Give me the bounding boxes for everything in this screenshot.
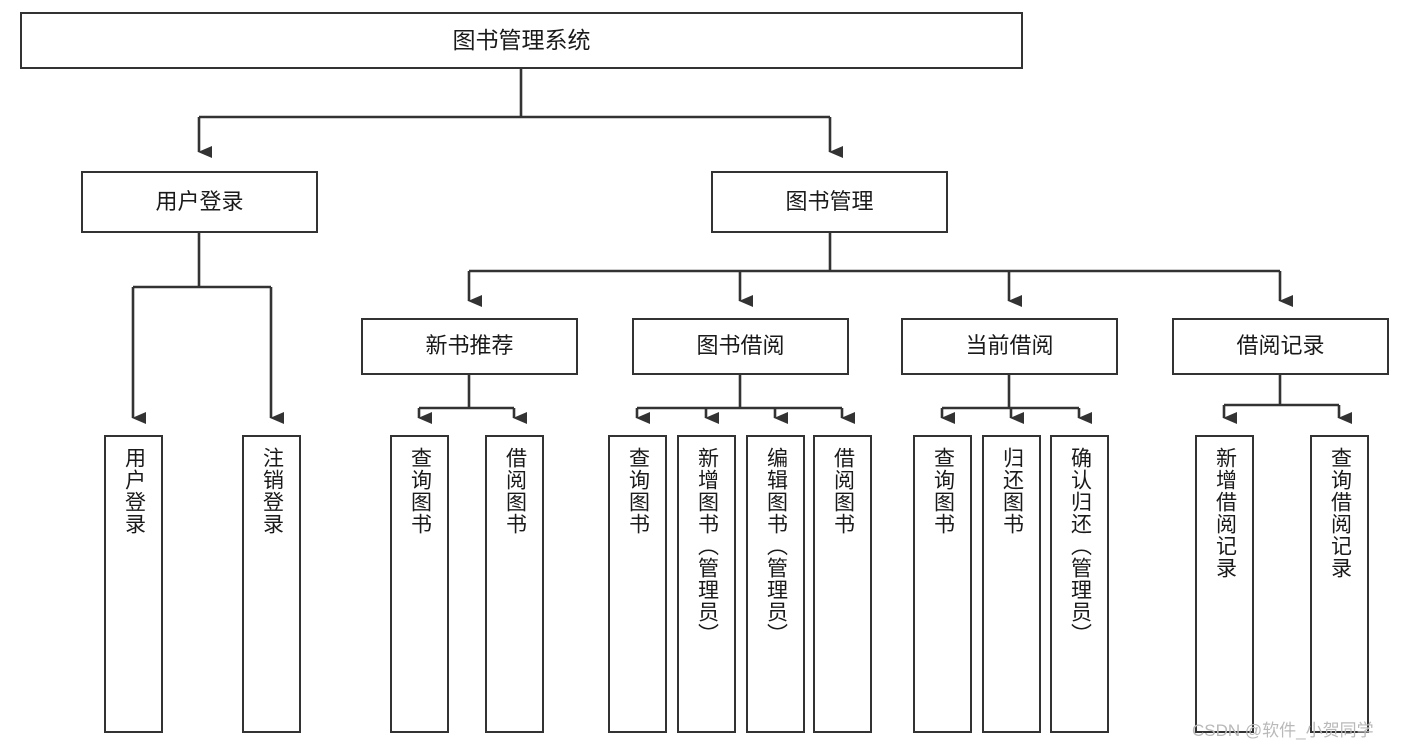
node-label: 新增借阅记录 — [1213, 447, 1237, 579]
leaf-book-borrow-edit[interactable]: 编辑图书（管理员） — [746, 435, 805, 733]
node-label: 借阅图书 — [831, 447, 855, 535]
leaf-user-login-logout[interactable]: 注销登录 — [242, 435, 301, 733]
node-label: 借阅图书 — [503, 447, 527, 535]
node-book-borrow[interactable]: 图书借阅 — [632, 318, 849, 375]
node-label: 用户登录 — [122, 447, 146, 535]
node-label: 新书推荐 — [425, 333, 514, 359]
leaf-borrow-record-query[interactable]: 查询借阅记录 — [1310, 435, 1369, 733]
leaf-book-borrow-add[interactable]: 新增图书（管理员） — [677, 435, 736, 733]
node-label: 查询图书 — [408, 447, 432, 535]
node-current-borrow[interactable]: 当前借阅 — [901, 318, 1118, 375]
leaf-current-borrow-query[interactable]: 查询图书 — [913, 435, 972, 733]
node-label: 查询图书 — [626, 447, 650, 535]
node-label: 用户登录 — [155, 188, 244, 214]
node-label: 确认归还（管理员） — [1068, 447, 1092, 645]
node-label: 查询图书 — [931, 447, 955, 535]
node-label: 查询借阅记录 — [1328, 447, 1352, 579]
csdn-watermark: CSDN @软件_小贺同学 — [1192, 721, 1374, 740]
leaf-new-book-query[interactable]: 查询图书 — [390, 435, 449, 733]
leaf-current-borrow-return[interactable]: 归还图书 — [982, 435, 1041, 733]
leaf-current-borrow-confirm-return[interactable]: 确认归还（管理员） — [1050, 435, 1109, 733]
leaf-new-book-borrow[interactable]: 借阅图书 — [485, 435, 544, 733]
leaf-book-borrow-query[interactable]: 查询图书 — [608, 435, 667, 733]
node-label: 借阅记录 — [1236, 333, 1325, 359]
node-new-book-recommend[interactable]: 新书推荐 — [361, 318, 578, 375]
node-label: 新增图书（管理员） — [695, 447, 719, 645]
node-label: 图书管理系统 — [452, 26, 591, 53]
leaf-user-login-login[interactable]: 用户登录 — [104, 435, 163, 733]
node-root-book-management-system[interactable]: 图书管理系统 — [20, 12, 1023, 69]
node-user-login[interactable]: 用户登录 — [81, 171, 318, 233]
node-book-management[interactable]: 图书管理 — [711, 171, 948, 233]
leaf-borrow-record-add[interactable]: 新增借阅记录 — [1195, 435, 1254, 733]
node-label: 图书管理 — [785, 188, 874, 214]
node-label: 归还图书 — [1000, 447, 1024, 535]
node-label: 当前借阅 — [965, 333, 1054, 359]
node-label: 编辑图书（管理员） — [764, 447, 788, 645]
leaf-book-borrow-borrow[interactable]: 借阅图书 — [813, 435, 872, 733]
node-borrow-record[interactable]: 借阅记录 — [1172, 318, 1389, 375]
node-label: 图书借阅 — [696, 333, 785, 359]
node-label: 注销登录 — [260, 447, 284, 535]
